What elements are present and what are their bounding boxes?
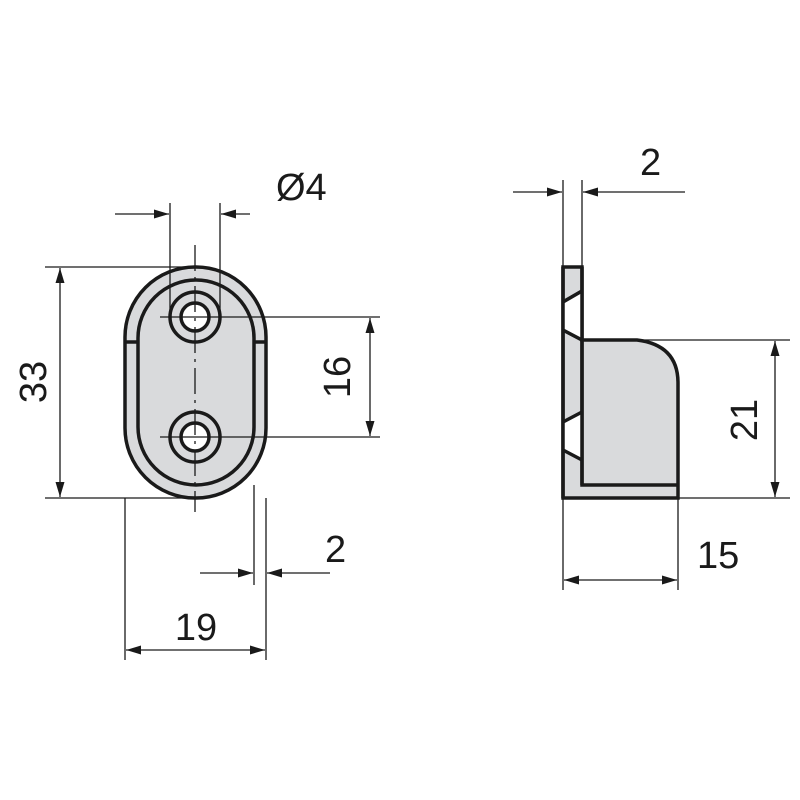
dim-bracket-height: 21 <box>724 399 766 441</box>
side-view: 2 21 15 <box>513 142 790 590</box>
inner-oval <box>136 278 256 487</box>
bracket-profile <box>561 265 680 500</box>
front-view: 33 Ø4 16 2 19 <box>13 167 380 660</box>
dim-height: 33 <box>13 361 55 403</box>
dim-hole-diameter: Ø4 <box>276 167 327 209</box>
dim-width: 19 <box>175 607 217 649</box>
dim-hole-spacing: 16 <box>317 356 359 398</box>
dim-rim: 2 <box>325 529 346 571</box>
dim-depth: 15 <box>697 535 739 577</box>
dim-plate-thickness: 2 <box>640 142 661 184</box>
